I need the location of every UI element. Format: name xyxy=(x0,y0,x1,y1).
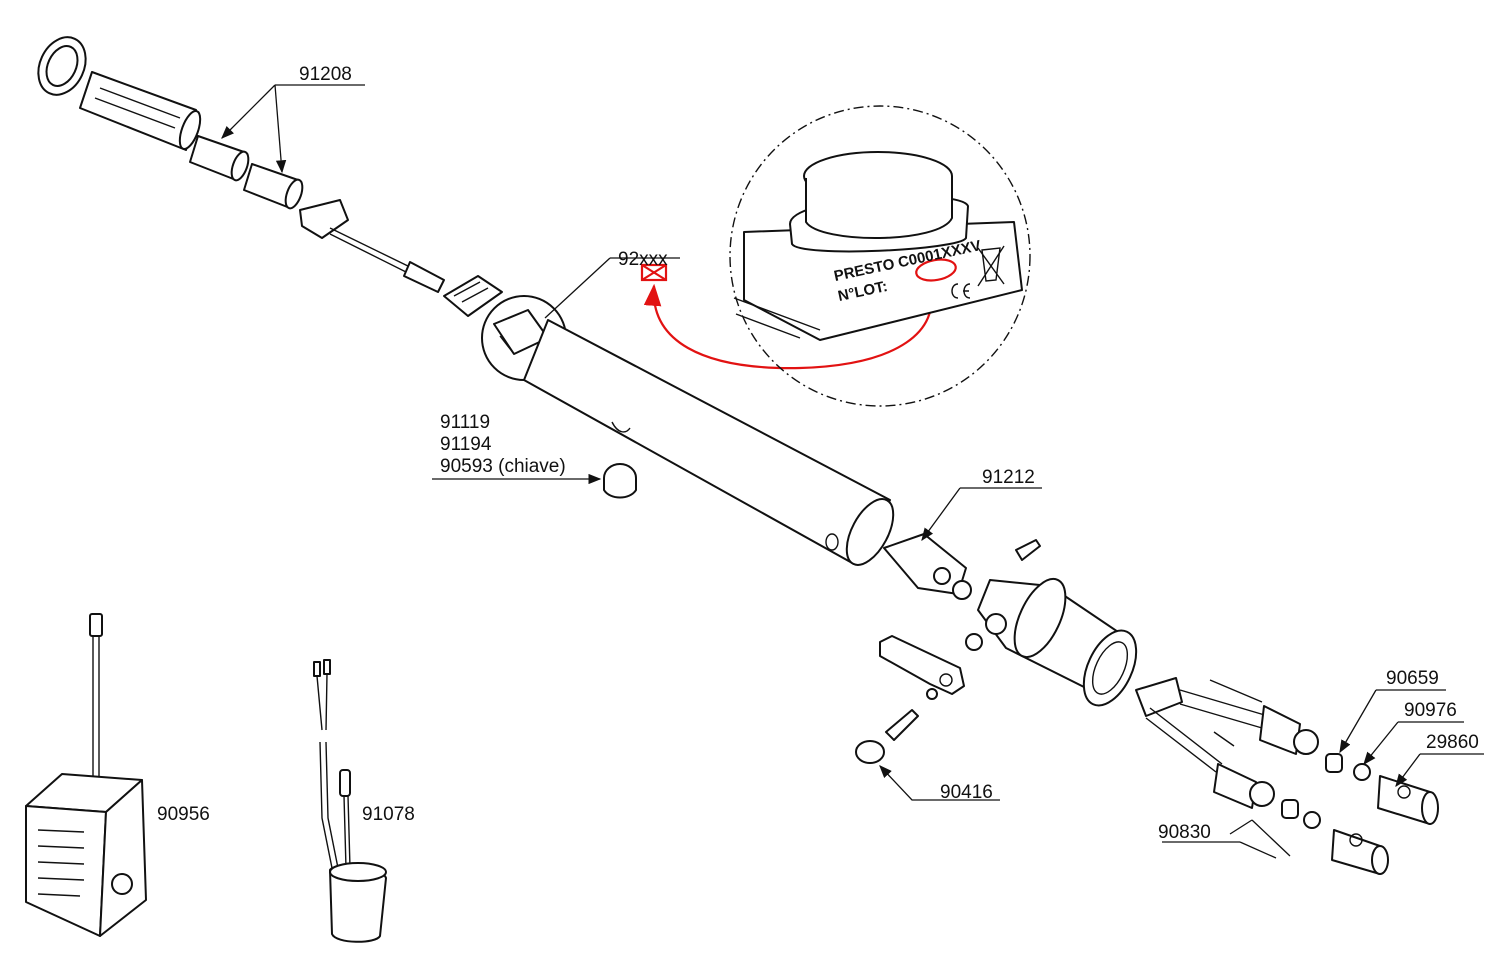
stop-valves xyxy=(1331,775,1439,875)
label-91194: 91194 xyxy=(440,434,492,455)
weee-bin-icon xyxy=(977,245,1005,287)
label-90976: 90976 xyxy=(1404,700,1457,721)
label-90416: 90416 xyxy=(940,782,993,803)
label-91119: 91119 xyxy=(440,412,491,433)
label-91078: 91078 xyxy=(362,804,415,825)
label-90956: 90956 xyxy=(157,804,210,825)
flex-hoses xyxy=(1135,677,1319,859)
lever-handle xyxy=(855,635,1000,801)
label-91212: 91212 xyxy=(982,467,1035,488)
right-leaders xyxy=(1339,689,1484,788)
label-92xxx: 92xxx xyxy=(618,249,668,270)
label-90830: 90830 xyxy=(1158,822,1211,843)
label-29860: 29860 xyxy=(1426,732,1479,753)
label-90659: 90659 xyxy=(1386,668,1439,689)
key-cap xyxy=(432,463,637,499)
leader-91208 xyxy=(221,84,365,174)
cable-connector xyxy=(299,199,445,293)
label-90593: 90593 (chiave) xyxy=(440,456,566,477)
code-marker xyxy=(640,263,933,370)
battery-cell-1 xyxy=(189,135,250,182)
battery-cartridge xyxy=(37,36,202,151)
transformer-box xyxy=(25,613,147,937)
main-housing-tube xyxy=(523,319,895,566)
battery-pack xyxy=(313,659,387,943)
electronic-board xyxy=(443,275,503,317)
zoom-circle xyxy=(729,105,1031,407)
ce-mark-icon xyxy=(951,283,971,299)
battery-cell-2 xyxy=(243,163,304,210)
solenoid-valve xyxy=(883,487,1042,600)
check-valves xyxy=(1281,753,1371,829)
mixer-body xyxy=(965,539,1138,707)
label-91208: 91208 xyxy=(299,64,352,85)
